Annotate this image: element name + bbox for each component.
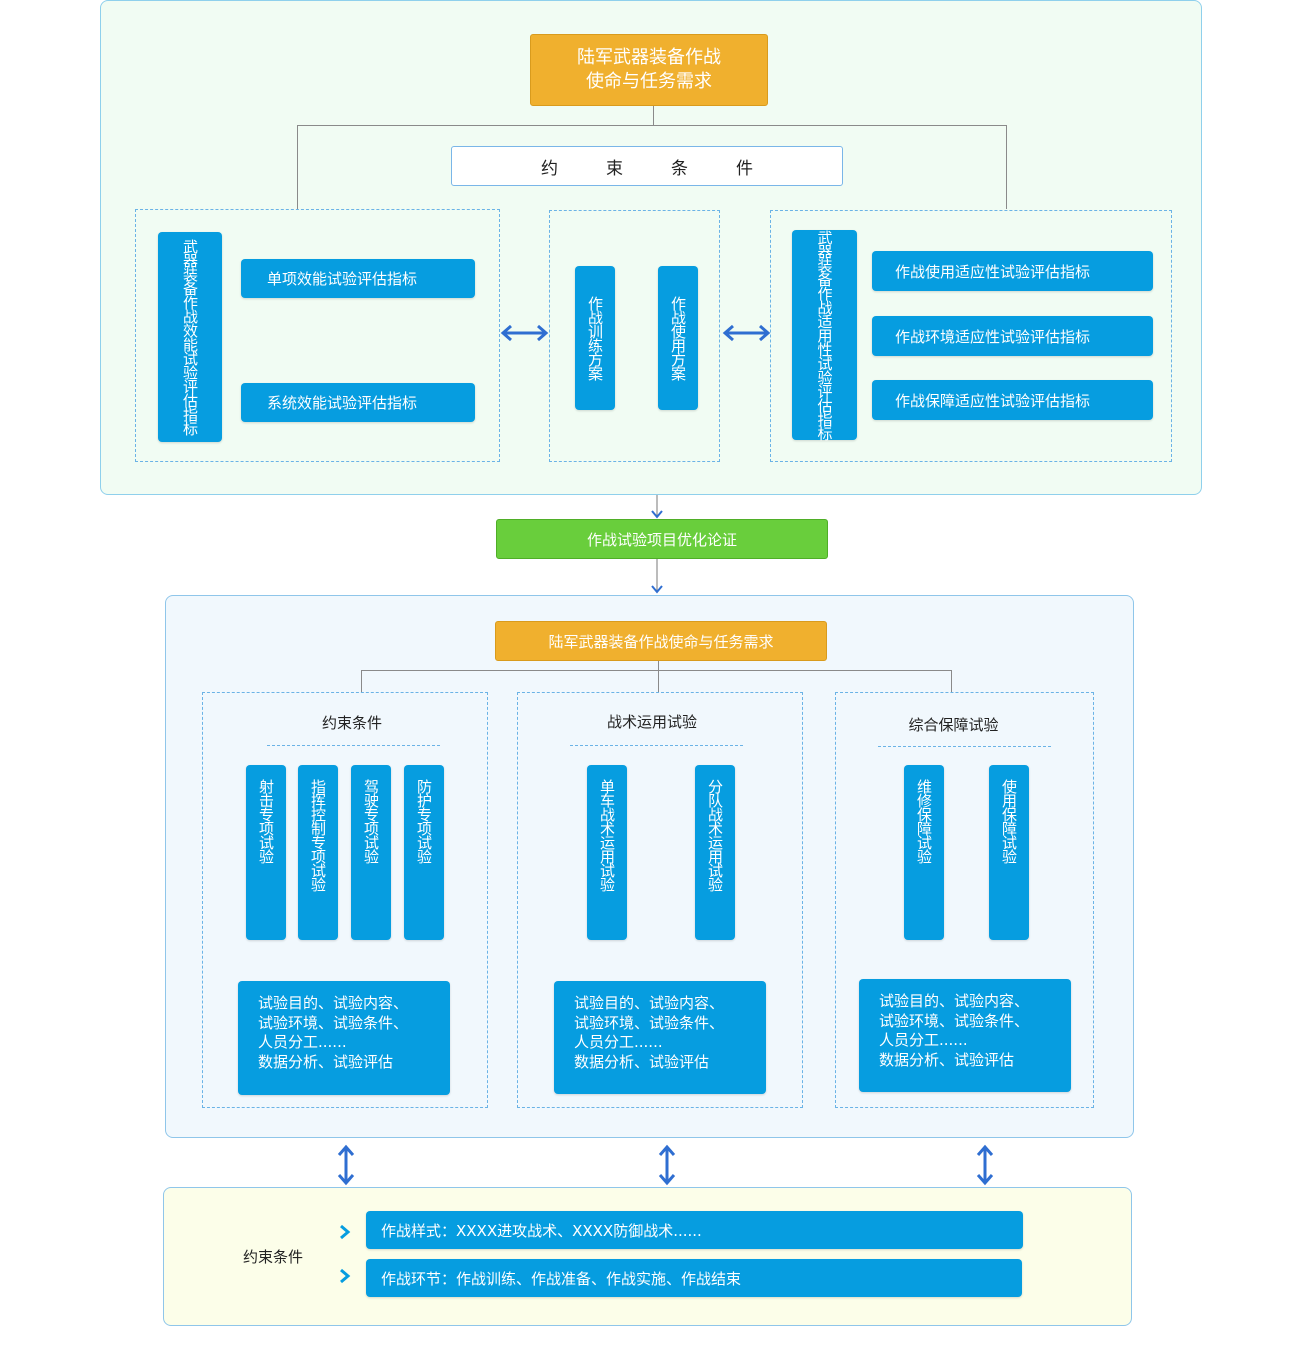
connector (297, 125, 1007, 126)
test-item: 维修保障试验 (904, 765, 944, 940)
system-effect-index: 系统效能试验评估指标 (241, 383, 475, 422)
column-divider (878, 746, 1051, 747)
single-effect-index: 单项效能试验评估指标 (241, 259, 475, 298)
usage-plan: 作战使用方案 (658, 266, 698, 410)
test-details: 试验目的、试验内容、 试验环境、试验条件、 人员分工...... 数据分析、试验… (554, 981, 766, 1094)
connector (1006, 125, 1007, 209)
column-constraint (202, 692, 488, 1108)
double-arrow-icon (500, 324, 549, 342)
test-item: 射击专项试验 (246, 765, 286, 940)
column-divider (570, 745, 743, 746)
vertical-double-arrow-icon (337, 1144, 355, 1186)
vertical-double-arrow-icon (658, 1144, 676, 1186)
column-support (835, 692, 1094, 1108)
test-item: 单车战术运用试验 (587, 765, 627, 940)
test-item: 驾驶专项试验 (351, 765, 391, 940)
combat-phase-row: 作战环节：作战训练、作战准备、作战实施、作战结束 (366, 1259, 1022, 1297)
training-plan: 作战训练方案 (575, 266, 615, 410)
bottom-panel (163, 1187, 1132, 1326)
effectiveness-group (135, 209, 500, 462)
chevron-right-icon (340, 1224, 351, 1240)
optimize-box: 作战试验项目优化论证 (496, 519, 828, 559)
double-arrow-icon (722, 324, 771, 342)
suitability-group (770, 210, 1172, 462)
environment-suitability-index: 作战环境适应性试验评估指标 (872, 316, 1153, 356)
effectiveness-vertical-label: 武器装备作战效能试验评估指标 (158, 232, 222, 442)
suitability-vertical-label: 武器装备作战适用性试验评估指标 (792, 230, 857, 440)
connector (297, 125, 298, 209)
connector (361, 670, 952, 671)
column-divider (267, 745, 440, 746)
support-suitability-index: 作战保障适应性试验评估指标 (872, 380, 1153, 420)
plan-group (549, 210, 720, 462)
column-title: 战术运用试验 (606, 713, 697, 731)
connector (658, 661, 659, 692)
test-details: 试验目的、试验内容、 试验环境、试验条件、 人员分工...... 数据分析、试验… (859, 979, 1071, 1092)
connector (361, 670, 362, 692)
test-item: 分队战术运用试验 (695, 765, 735, 940)
chevron-right-icon (340, 1268, 351, 1284)
down-arrow-icon (651, 559, 663, 594)
vertical-double-arrow-icon (976, 1144, 994, 1186)
test-item: 使用保障试验 (989, 765, 1029, 940)
test-item: 指挥控制专项试验 (298, 765, 338, 940)
column-title: 综合保障试验 (908, 716, 999, 734)
connector (653, 106, 654, 126)
mission-box-top: 陆军武器装备作战 使命与任务需求 (530, 34, 768, 106)
column-title: 约束条件 (321, 714, 382, 732)
test-details: 试验目的、试验内容、 试验环境、试验条件、 人员分工...... 数据分析、试验… (238, 981, 450, 1095)
usage-suitability-index: 作战使用适应性试验评估指标 (872, 251, 1153, 291)
column-tactical (517, 692, 803, 1108)
combat-style-row: 作战样式：XXXX进攻战术、XXXX防御战术...... (366, 1211, 1023, 1249)
down-arrow-icon (651, 495, 663, 519)
connector (951, 670, 952, 692)
constraint-box: 约束条件 (451, 146, 843, 186)
mission-box-middle: 陆军武器装备作战使命与任务需求 (495, 621, 827, 661)
test-item: 防护专项试验 (404, 765, 444, 940)
bottom-label: 约束条件 (243, 1248, 304, 1266)
